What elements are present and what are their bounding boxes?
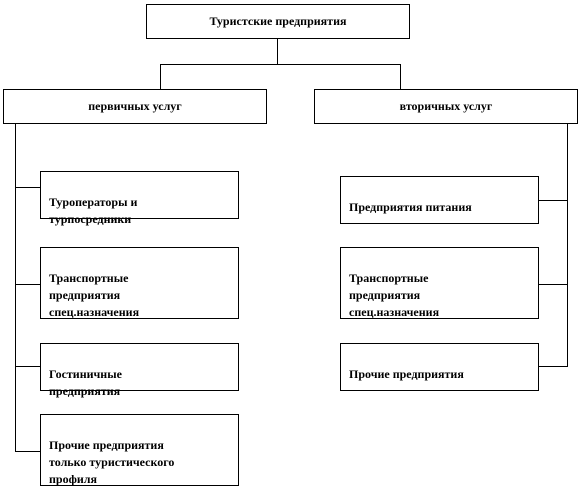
branch-secondary-label: вторичных услуг xyxy=(399,99,493,113)
node-label: Транспортные предприятия спец.назначения xyxy=(49,271,140,319)
node-label: Прочие предприятия xyxy=(349,367,464,381)
root-node: Туристские предприятия xyxy=(146,4,410,39)
node-other-primary: Прочие предприятия только туристического… xyxy=(40,414,239,486)
node-label: Туроператоры и турпосредники xyxy=(49,195,138,226)
node-other-secondary: Прочие предприятия xyxy=(340,343,539,391)
node-hotels: Гостиничные предприятия xyxy=(40,343,239,398)
node-transport-primary: Транспортные предприятия спец.назначения xyxy=(40,247,239,319)
node-label: Прочие предприятия только туристического… xyxy=(49,438,175,486)
node-catering: Предприятия питания xyxy=(340,176,539,224)
node-label: Гостиничные предприятия xyxy=(49,367,122,398)
branch-primary-services: первичных услуг xyxy=(3,89,267,124)
node-transport-secondary: Транспортные предприятия спец.назначения xyxy=(340,247,539,319)
node-label: Предприятия питания xyxy=(349,200,472,214)
root-label: Туристские предприятия xyxy=(209,14,347,28)
node-tour-operators: Туроператоры и турпосредники xyxy=(40,171,239,226)
node-label: Транспортные предприятия спец.назначения xyxy=(349,271,440,319)
branch-secondary-services: вторичных услуг xyxy=(314,89,578,124)
branch-primary-label: первичных услуг xyxy=(88,99,182,113)
